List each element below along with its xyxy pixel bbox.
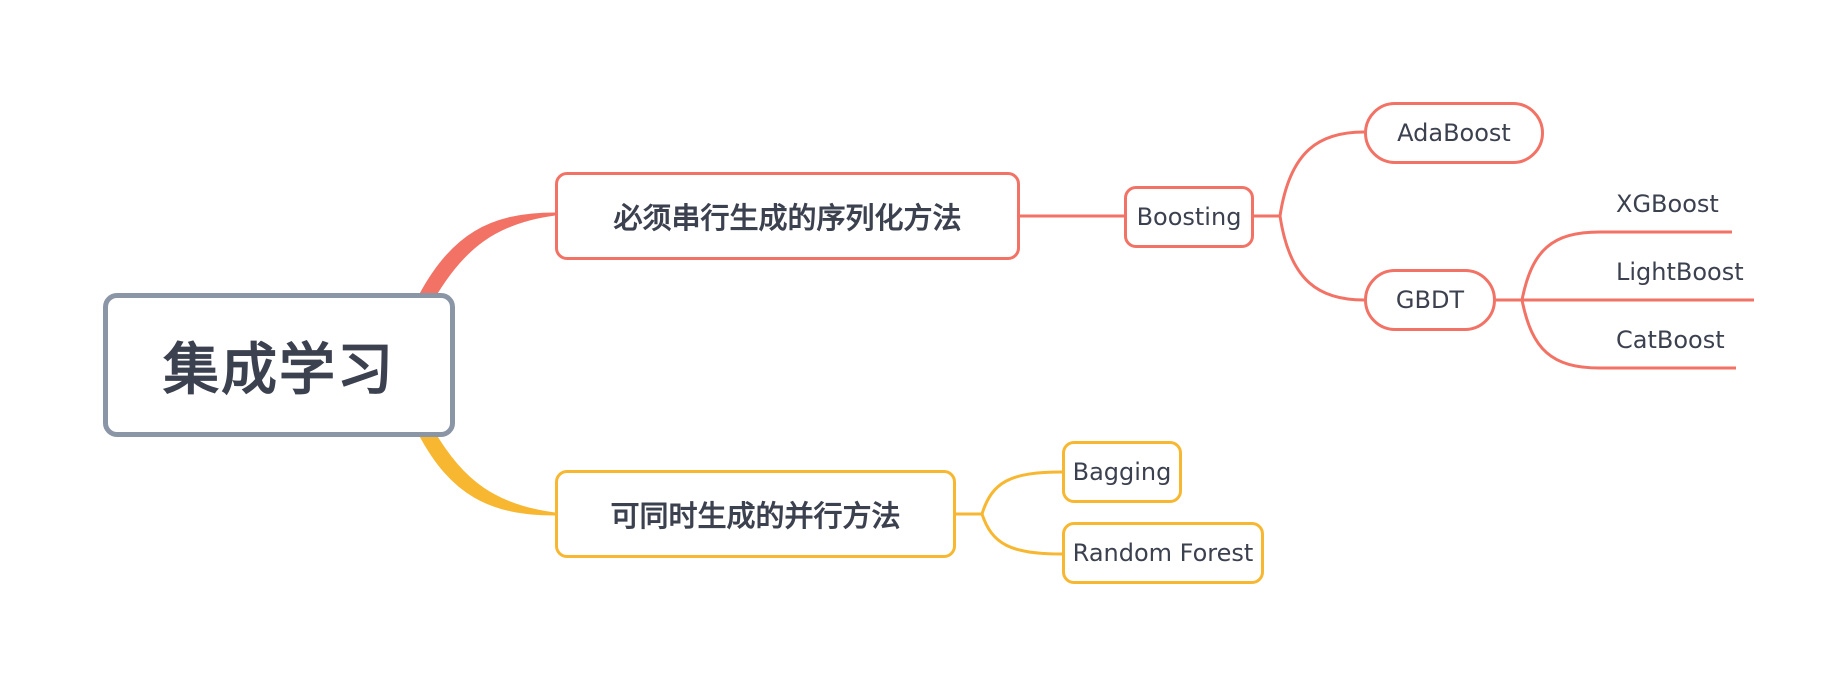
link-boosting-children xyxy=(1254,130,1365,302)
topic-serial-methods[interactable]: 必须串行生成的序列化方法 xyxy=(555,172,1020,260)
link-parallel-children xyxy=(956,470,1063,556)
topic-gbdt[interactable]: GBDT xyxy=(1364,269,1496,331)
topic-parallel-methods[interactable]: 可同时生成的并行方法 xyxy=(555,470,956,558)
topic-boosting[interactable]: Boosting xyxy=(1124,186,1254,248)
link-central-parallel xyxy=(418,428,557,516)
link-gbdt-children xyxy=(1496,230,1754,370)
topic-lightboost[interactable]: LightBoost xyxy=(1616,258,1744,286)
link-central-serial xyxy=(418,212,557,302)
topic-catboost[interactable]: CatBoost xyxy=(1616,326,1725,354)
topic-bagging[interactable]: Bagging xyxy=(1062,441,1182,503)
topic-random-forest[interactable]: Random Forest xyxy=(1062,522,1264,584)
topic-xgboost[interactable]: XGBoost xyxy=(1616,190,1719,218)
central-topic[interactable]: 集成学习 xyxy=(103,293,455,437)
topic-adaboost[interactable]: AdaBoost xyxy=(1364,102,1544,164)
